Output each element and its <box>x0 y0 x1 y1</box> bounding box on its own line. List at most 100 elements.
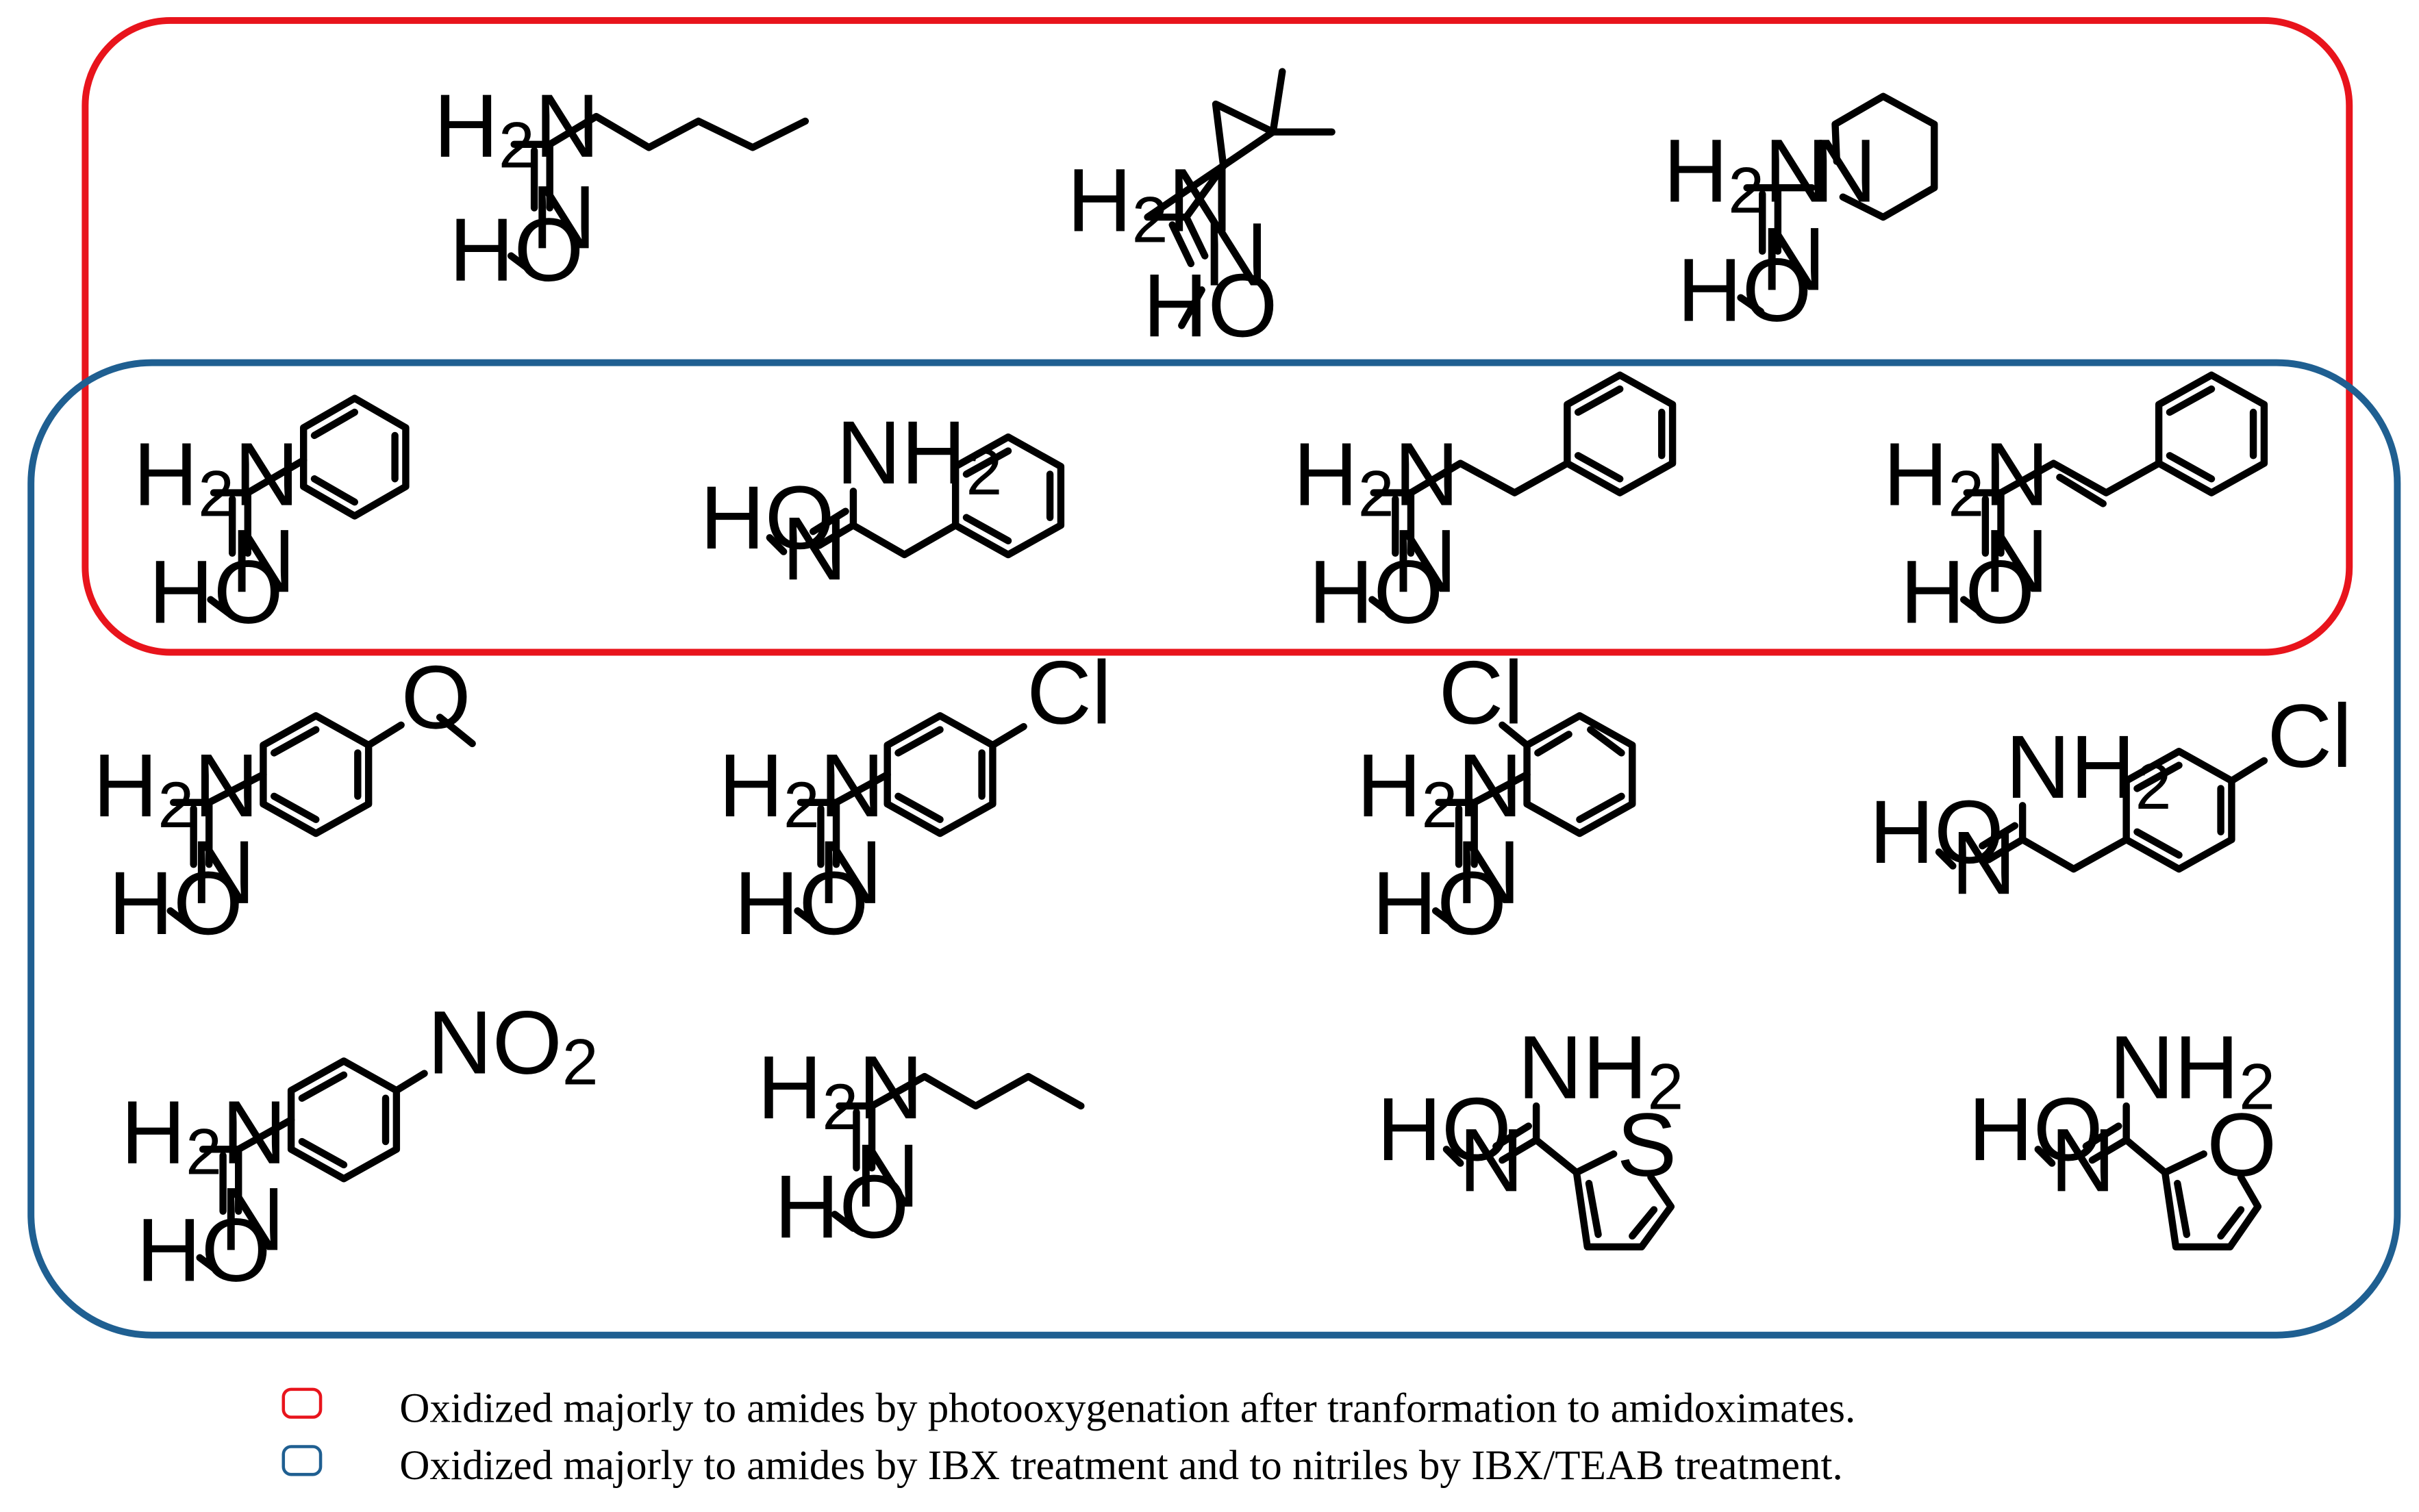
molecule-chlorobenzamidoxime: H2N N HO Cl <box>718 642 1112 954</box>
ho-label: HO <box>1968 1079 2103 1179</box>
h2n-subscript: 2 <box>158 769 194 842</box>
h2n-n: N <box>234 424 299 525</box>
ho-label: HO <box>449 199 584 300</box>
legend-blue-text: Oxidized majorly to amides by IBX treatm… <box>399 1443 1842 1489</box>
n-label: N <box>220 1168 285 1269</box>
ho-label: HO <box>1309 542 1444 642</box>
h2n-n: N <box>194 735 259 835</box>
n-label: N <box>1459 1109 1524 1210</box>
h2n-n: N <box>1394 424 1459 525</box>
molecule-cinnamamidoxime: H2N N HO <box>1883 371 2268 642</box>
n-label: N <box>1203 204 1268 305</box>
molecule-nitrobenzamidoxime: H2N N HO NO2 <box>121 992 598 1300</box>
ho-label: HO <box>700 467 835 568</box>
h2n-label: H <box>1664 120 1729 220</box>
cl-label: Cl <box>1027 642 1112 743</box>
n-label: N <box>1761 208 1826 309</box>
svg-text:NO2: NO2 <box>427 992 599 1099</box>
svg-text:NH2: NH2 <box>1518 1017 1683 1124</box>
n-label: N <box>531 166 597 267</box>
n-label: N <box>190 822 255 922</box>
molecule-dimethylcyclopropane-amidoxime: H2N N HO <box>1067 68 1336 355</box>
red-group-box <box>82 16 2353 656</box>
h2n-label: H <box>757 1037 823 1137</box>
molecule-2-chlorobenzamidoxime: H2N N HO Cl <box>1357 642 1636 953</box>
nh2-label: NH <box>1518 1017 1647 1118</box>
h2n-subscript: 2 <box>1728 154 1764 227</box>
ho-label: HO <box>1372 853 1507 953</box>
n-label: N <box>1392 510 1457 611</box>
h2n-n: N <box>535 75 600 176</box>
h2n-label: H <box>1293 424 1358 525</box>
legend: Oxidized majorly to amides by photooxyge… <box>281 1385 1855 1489</box>
nh2-subscript: 2 <box>2239 1051 2275 1124</box>
svg-text:NH2: NH2 <box>2109 1017 2275 1124</box>
h2n-label: H <box>434 75 499 176</box>
h2n-n: N <box>1764 120 1829 220</box>
cl-label: Cl <box>2267 685 2352 786</box>
ho-label: HO <box>1143 255 1278 355</box>
h2n-label: H <box>1883 424 1948 525</box>
h2n-label: H <box>1067 149 1132 250</box>
n-label: N <box>1456 822 1521 922</box>
h2n-label: H <box>1357 735 1422 835</box>
svg-text:H2N: H2N <box>434 75 599 182</box>
nh2-subscript: 2 <box>966 436 1002 509</box>
molecule-piperidine-amidoxime: H2N N N HO <box>1664 92 1938 340</box>
n-label: N <box>1812 120 1877 220</box>
n-label: N <box>782 498 847 598</box>
svg-text:H2N: H2N <box>133 424 299 531</box>
ho-label: HO <box>1677 240 1812 340</box>
legend-blue-swatch <box>281 1445 323 1476</box>
legend-red-text: Oxidized majorly to amides by photooxyge… <box>399 1385 1855 1431</box>
o-label: O <box>401 646 471 747</box>
svg-text:NH2: NH2 <box>2005 716 2171 823</box>
h2n-label: H <box>121 1082 186 1183</box>
nh2-label: NH <box>836 402 966 503</box>
svg-text:H2N: H2N <box>1067 149 1233 256</box>
molecule-pentanamidoxime: H2N N HO <box>757 1037 1085 1257</box>
svg-text:H2N: H2N <box>1664 120 1829 227</box>
svg-text:H2N: H2N <box>93 735 259 842</box>
h2n-subscript: 2 <box>1358 458 1394 531</box>
h2n-label: H <box>718 735 784 835</box>
svg-text:H2N: H2N <box>757 1037 923 1144</box>
h2n-n: N <box>1984 424 2049 525</box>
h2n-subscript: 2 <box>186 1116 222 1189</box>
nh2-subscript: 2 <box>2135 751 2172 823</box>
svg-text:H2N: H2N <box>1883 424 2049 531</box>
molecule-benzamidoxime: H2N N HO <box>133 394 410 642</box>
ho-label: HO <box>108 853 243 953</box>
h2n-subscript: 2 <box>499 110 535 182</box>
h2n-subscript: 2 <box>198 458 234 531</box>
ho-label: HO <box>149 542 284 642</box>
h2n-n: N <box>222 1082 287 1183</box>
n-label: N <box>1984 510 2049 611</box>
ho-label: HO <box>734 853 869 953</box>
h2n-label: H <box>93 735 158 835</box>
n-label: N <box>818 822 883 922</box>
h2n-n: N <box>1457 735 1522 835</box>
ho-label: HO <box>136 1200 271 1300</box>
n-label: N <box>2051 1109 2116 1210</box>
n-label: N <box>1951 812 2016 913</box>
h2n-n: N <box>858 1037 923 1137</box>
h2n-subscript: 2 <box>1132 184 1168 256</box>
h2n-label: H <box>133 424 198 525</box>
molecule-phenylacetamidoxime: NH2 HO N <box>700 402 1065 598</box>
no2-label: NO <box>427 992 562 1093</box>
h2n-subscript: 2 <box>784 769 820 842</box>
h2n-n: N <box>820 735 885 835</box>
molecule-hexanamidoxime: H2N N HO <box>434 75 810 300</box>
svg-text:NH2: NH2 <box>836 402 1002 509</box>
molecule-furan-amidoxime: NH2 HO N O <box>1968 1017 2277 1251</box>
ho-label: HO <box>1869 781 2004 882</box>
molecule-chlorophenylacetamidoxime: NH2 HO N Cl <box>1869 685 2352 913</box>
s-label: S <box>1617 1094 1677 1195</box>
nh2-label: NH <box>2109 1017 2239 1118</box>
nh2-label: NH <box>2005 716 2135 817</box>
o-label: O <box>2207 1094 2277 1195</box>
legend-red-swatch <box>281 1387 323 1419</box>
n-label: N <box>231 510 296 611</box>
